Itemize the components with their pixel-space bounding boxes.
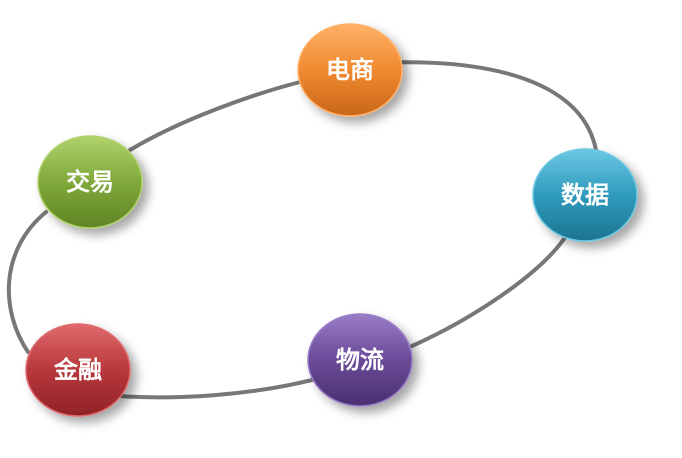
node-logistics-label: 物流 <box>336 346 384 374</box>
node-finance-shape <box>25 323 131 417</box>
node-trade-shape <box>37 135 143 229</box>
node-logistics: 物流 <box>307 313 413 407</box>
node-ecommerce-label: 电商 <box>326 56 374 84</box>
node-data-shape <box>532 148 638 242</box>
node-trade-label: 交易 <box>66 168 114 196</box>
node-finance-label: 金融 <box>53 356 102 384</box>
cycle-ring <box>6 60 598 400</box>
node-ecommerce-shape <box>297 23 403 117</box>
node-trade: 交易 <box>37 135 143 229</box>
node-logistics-shape <box>307 313 413 407</box>
node-ecommerce: 电商 <box>297 23 403 117</box>
node-data: 数据 <box>532 148 638 242</box>
node-data-label: 数据 <box>561 181 609 209</box>
node-finance: 金融 <box>25 323 131 417</box>
